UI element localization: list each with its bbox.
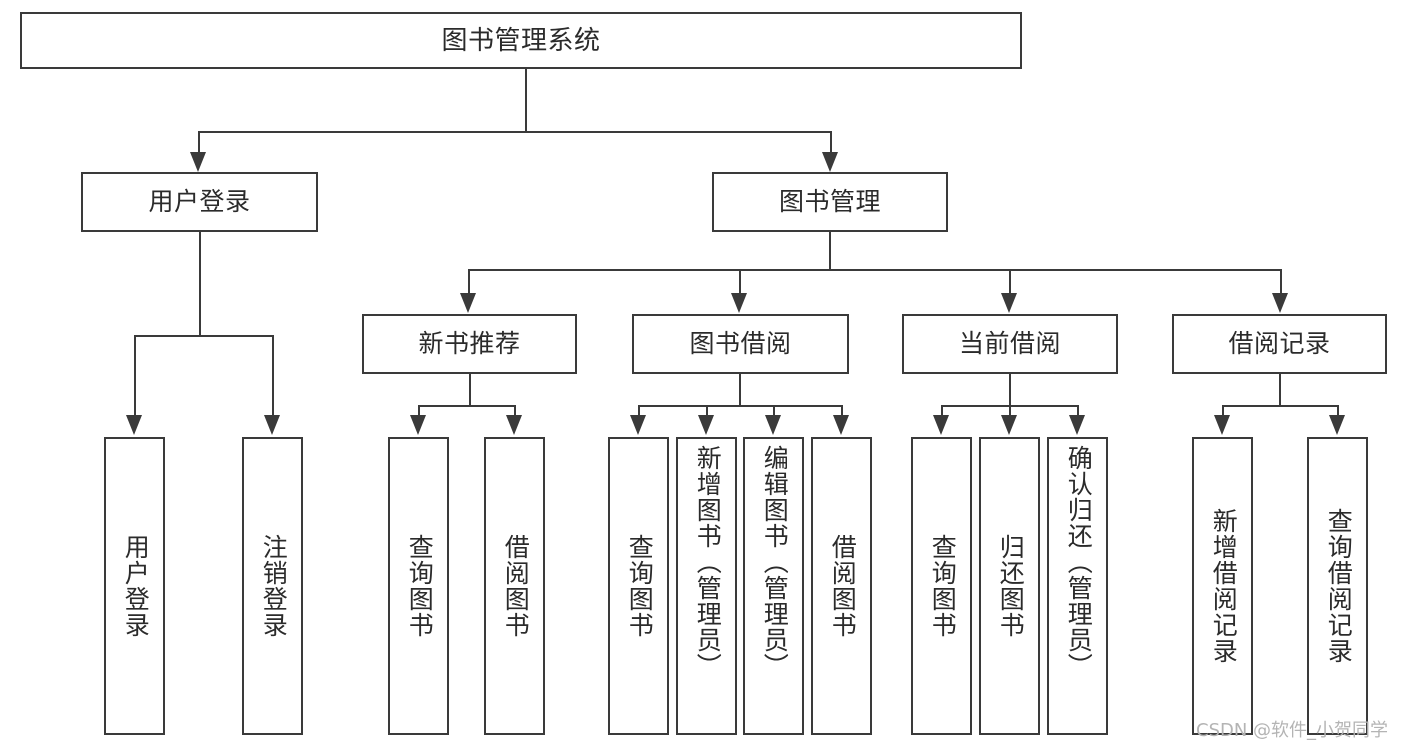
node-label: 查询图书	[625, 534, 654, 638]
node-label: 借阅记录	[1228, 330, 1331, 358]
arrow-bb-leaf-4	[833, 415, 849, 435]
node-book-management[interactable]: 图书管理	[712, 172, 948, 232]
connector-bb-drop-2	[706, 405, 708, 417]
arrow-bm-to-current-borrow	[1001, 293, 1017, 313]
node-label: 图书借阅	[689, 330, 792, 358]
arrow-user-login-leaf-1	[126, 415, 142, 435]
arrow-user-login-leaf-2	[264, 415, 280, 435]
leaf-br-query-record[interactable]: 查询借阅记录	[1307, 437, 1368, 735]
leaf-nbr-query-book[interactable]: 查询图书	[388, 437, 449, 735]
connector-root-to-user-login	[198, 131, 200, 154]
leaf-user-login-logout[interactable]: 注销登录	[242, 437, 303, 735]
node-label: 新增图书（管理员）	[693, 445, 722, 679]
arrow-cb-leaf-2	[1001, 415, 1017, 435]
leaf-bb-edit-book[interactable]: 编辑图书（管理员）	[743, 437, 804, 735]
arrow-bm-to-new-book	[460, 293, 476, 313]
connector-nbr-drop-1	[418, 405, 420, 417]
connector-user-login-bus	[134, 335, 272, 337]
connector-bb-stem	[739, 374, 741, 405]
connector-user-login-drop-1	[134, 335, 136, 417]
node-label: 借阅图书	[828, 534, 857, 638]
node-label: 新书推荐	[418, 330, 521, 358]
node-label: 用户登录	[121, 534, 150, 638]
leaf-bb-query-book[interactable]: 查询图书	[608, 437, 669, 735]
connector-bb-drop-3	[773, 405, 775, 417]
node-label: 归还图书	[996, 534, 1025, 638]
arrow-root-to-user-login	[190, 152, 206, 172]
connector-root-bus	[198, 131, 832, 133]
node-root-system[interactable]: 图书管理系统	[20, 12, 1022, 69]
arrow-cb-leaf-3	[1069, 415, 1085, 435]
arrow-bb-leaf-3	[765, 415, 781, 435]
connector-nbr-bus	[418, 405, 514, 407]
connector-book-manage-stem	[829, 232, 831, 269]
arrow-root-to-book-manage	[822, 152, 838, 172]
connector-nbr-drop-2	[514, 405, 516, 417]
csdn-watermark: CSDN @软件_小贺同学	[1196, 720, 1389, 741]
arrow-nbr-leaf-1	[410, 415, 426, 435]
leaf-bb-add-book[interactable]: 新增图书（管理员）	[676, 437, 737, 735]
connector-bb-bus	[638, 405, 841, 407]
node-current-borrow[interactable]: 当前借阅	[902, 314, 1118, 374]
connector-bb-drop-4	[841, 405, 843, 417]
node-label: 图书管理	[778, 188, 881, 216]
connector-bm-drop-2	[739, 269, 741, 295]
node-label: 图书管理系统	[441, 24, 601, 55]
arrow-br-leaf-1	[1214, 415, 1230, 435]
node-label: 注销登录	[259, 534, 288, 638]
connector-bm-drop-3	[1009, 269, 1011, 295]
leaf-nbr-borrow-book[interactable]: 借阅图书	[484, 437, 545, 735]
connector-book-manage-bus	[468, 269, 1280, 271]
leaf-cb-confirm-return[interactable]: 确认归还（管理员）	[1047, 437, 1108, 735]
connector-bb-drop-1	[638, 405, 640, 417]
node-user-login[interactable]: 用户登录	[81, 172, 318, 232]
connector-br-bus	[1222, 405, 1337, 407]
connector-user-login-drop-2	[272, 335, 274, 417]
connector-br-drop-1	[1222, 405, 1224, 417]
connector-cb-drop-1	[941, 405, 943, 417]
connector-cb-drop-3	[1077, 405, 1079, 417]
node-label: 借阅图书	[501, 534, 530, 638]
arrow-br-leaf-2	[1329, 415, 1345, 435]
node-label: 查询图书	[405, 534, 434, 638]
node-book-borrow[interactable]: 图书借阅	[632, 314, 849, 374]
connector-nbr-stem	[469, 374, 471, 405]
arrow-nbr-leaf-2	[506, 415, 522, 435]
node-borrow-record[interactable]: 借阅记录	[1172, 314, 1387, 374]
node-new-book-recommend[interactable]: 新书推荐	[362, 314, 577, 374]
node-label: 新增借阅记录	[1209, 508, 1238, 664]
node-label: 查询图书	[928, 534, 957, 638]
leaf-bb-borrow-book[interactable]: 借阅图书	[811, 437, 872, 735]
leaf-user-login-login[interactable]: 用户登录	[104, 437, 165, 735]
leaf-br-add-record[interactable]: 新增借阅记录	[1192, 437, 1253, 735]
arrow-bb-leaf-1	[630, 415, 646, 435]
node-label: 当前借阅	[958, 330, 1061, 358]
arrow-bb-leaf-2	[698, 415, 714, 435]
node-label: 编辑图书（管理员）	[760, 445, 789, 679]
node-label: 查询借阅记录	[1324, 508, 1353, 664]
connector-br-stem	[1279, 374, 1281, 405]
connector-root-stem	[525, 69, 527, 131]
leaf-cb-return-book[interactable]: 归还图书	[979, 437, 1040, 735]
arrow-bm-to-book-borrow	[731, 293, 747, 313]
node-label: 确认归还（管理员）	[1064, 445, 1093, 679]
node-label: 用户登录	[148, 188, 251, 216]
connector-cb-stem	[1009, 374, 1011, 405]
connector-bm-drop-1	[468, 269, 470, 295]
connector-bm-drop-4	[1280, 269, 1282, 295]
connector-user-login-stem	[199, 232, 201, 335]
arrow-cb-leaf-1	[933, 415, 949, 435]
connector-br-drop-2	[1337, 405, 1339, 417]
connector-cb-drop-2	[1009, 405, 1011, 417]
leaf-cb-query-book[interactable]: 查询图书	[911, 437, 972, 735]
connector-root-to-book-manage	[830, 131, 832, 154]
arrow-bm-to-borrow-record	[1272, 293, 1288, 313]
